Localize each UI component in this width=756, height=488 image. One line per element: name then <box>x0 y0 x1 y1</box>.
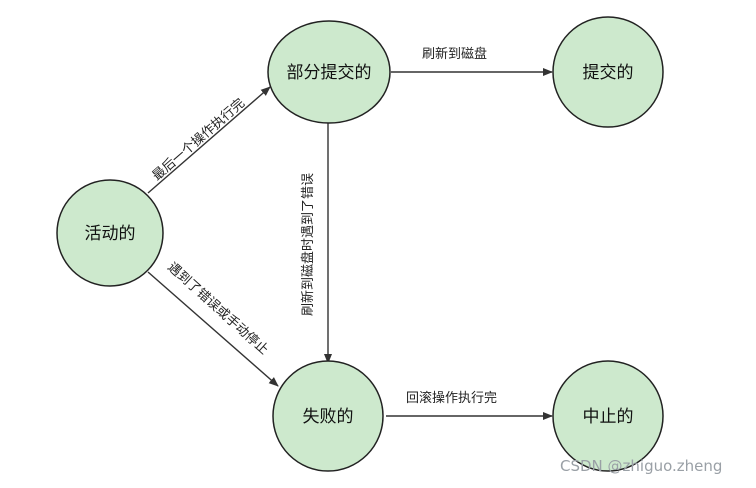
node-committed-label: 提交的 <box>583 63 634 83</box>
node-partially-committed: 部分提交的 <box>267 20 391 124</box>
node-committed-circle <box>552 16 664 128</box>
node-failed: 失败的 <box>272 360 384 472</box>
watermark: CSDN @zhiguo.zheng <box>560 457 723 475</box>
node-aborted-label: 中止的 <box>583 407 634 427</box>
node-active: 活动的 <box>56 179 164 287</box>
edge-active-to-partial <box>147 86 271 194</box>
node-aborted-circle <box>552 360 664 472</box>
edge-label-active-to-failed: 遇到了错误或手动停止 <box>164 259 271 358</box>
edge-active-to-failed <box>147 271 279 387</box>
edge-label-partial-to-committed: 刷新到磁盘 <box>422 46 487 62</box>
node-committed: 提交的 <box>552 16 664 128</box>
edge-label-failed-to-aborted: 回滚操作执行完 <box>406 390 497 406</box>
edge-label-partial-to-failed: 刷新到磁盘时遇到了错误 <box>300 173 316 316</box>
node-active-label: 活动的 <box>85 224 136 244</box>
node-failed-circle <box>272 360 384 472</box>
node-failed-label: 失败的 <box>303 407 354 427</box>
edge-label-active-to-partial: 最后一个操作执行完 <box>149 95 248 184</box>
node-partially-committed-label: 部分提交的 <box>287 63 372 83</box>
node-aborted: 中止的 <box>552 360 664 472</box>
node-active-circle <box>56 179 164 287</box>
node-partially-committed-circle <box>267 20 391 124</box>
